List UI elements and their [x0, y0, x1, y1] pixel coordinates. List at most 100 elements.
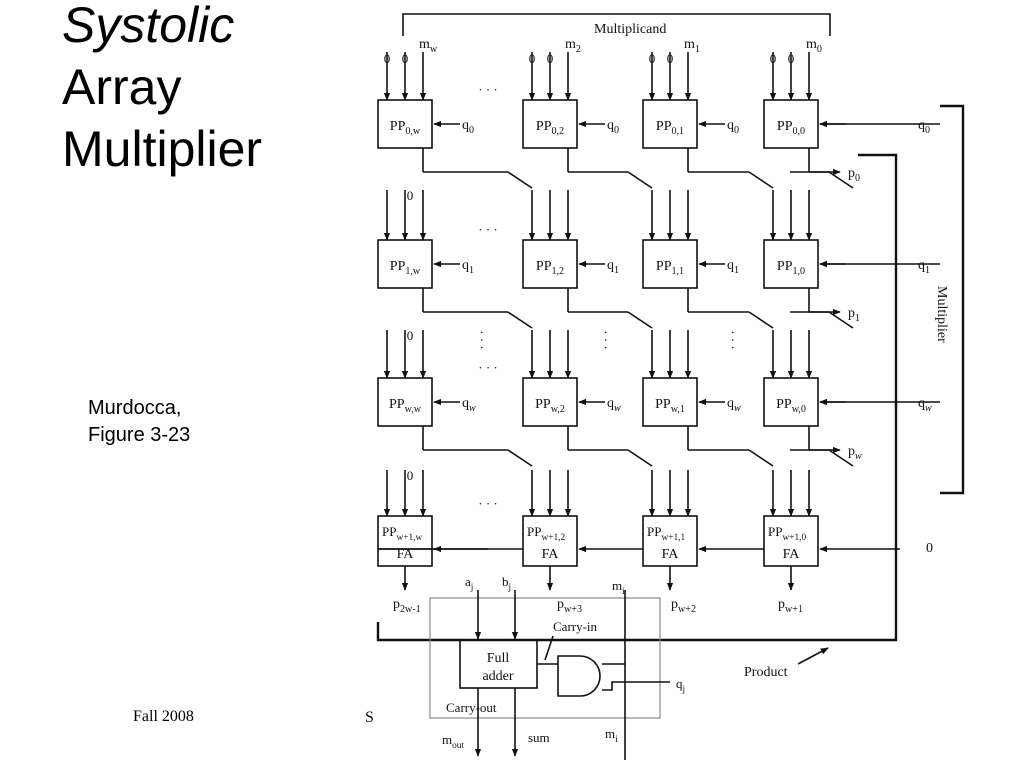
detail-m-pass-label: mi: [605, 726, 618, 745]
zero-left-r3: 0: [407, 468, 414, 483]
detail-cell-box: [429, 597, 661, 719]
fa-label-c2: FA: [662, 547, 680, 562]
pp-label-r0-c0: PP0,w: [390, 119, 421, 137]
detail-m-out-label: mout: [442, 732, 464, 751]
m-w-input-label: mw: [419, 37, 438, 55]
carry-diag-r1-c1: [627, 311, 653, 329]
carry-diag-r1-c3: [828, 311, 854, 329]
fa-pp-label-c3: PPw+1,0: [768, 524, 806, 543]
title-line-2: Array: [62, 59, 182, 115]
fa-pp-label-c1: PPw+1,2: [527, 524, 565, 543]
zero-top-c2-b: 0: [667, 51, 674, 66]
carry-diag-r1-c0: [507, 311, 533, 329]
detail-m-in-label: mi: [612, 578, 625, 597]
fa-label-c1: FA: [542, 547, 560, 562]
carry-diag-r2-c0: [507, 449, 533, 467]
pp-cell-r2-c1: [522, 377, 578, 427]
fa-cell-c0: [377, 515, 433, 567]
fa-carry-in-zero: 0: [926, 541, 933, 556]
q-main-label-r2: qw: [918, 396, 932, 414]
zero-left-r2: 0: [407, 328, 414, 343]
fa-label-c0: FA: [397, 547, 415, 562]
pp-cell-r1-c3: [763, 239, 819, 289]
q-label-r0-c1: q0: [607, 118, 619, 136]
pp-cell-r2-c3: [763, 377, 819, 427]
fa-output-label-0: p2w-1: [393, 597, 421, 615]
footer-clipped-text: S: [365, 709, 374, 726]
pp-label-r1-c3: PP1,0: [777, 259, 805, 277]
pp-cell-r1-c2: [642, 239, 698, 289]
product-label: Product: [744, 665, 788, 680]
ellipsis-r0: · · ·: [478, 82, 498, 97]
q-to-and-wire: [602, 681, 670, 691]
m-0-input-label: m0: [806, 37, 822, 55]
detail-carry-out-label: Carry-out: [446, 700, 497, 715]
pp-cell-r2-c0: [377, 377, 433, 427]
carry-diag-r0-c0: [507, 171, 533, 189]
carry-diag-r0-c3: [828, 171, 854, 189]
pp-cell-r0-c1: [522, 99, 578, 149]
m-1-input-label: m1: [684, 37, 700, 55]
fa-output-label-2: pw+2: [671, 597, 696, 615]
pp-label-r0-c1: PP0,2: [536, 119, 564, 137]
carry-diag-r2-c2: [748, 449, 774, 467]
detail-q-label: qj: [676, 676, 685, 695]
q-label-r1-c1: q1: [607, 258, 619, 276]
pp-cell-r0-c0: [377, 99, 433, 149]
title-line-1: Systolic: [62, 0, 235, 53]
q-label-r1-c2: q1: [727, 258, 739, 276]
ellipsis-r2: · · ·: [478, 360, 498, 375]
pp-label-r0-c3: PP0,0: [777, 119, 805, 137]
credit-figure: Figure 3-23: [88, 424, 191, 446]
fa-label-c3: FA: [783, 547, 801, 562]
pp-label-r1-c1: PP1,2: [536, 259, 564, 277]
footer-date: Fall 2008: [133, 708, 194, 725]
fa-cell-c1: [522, 515, 578, 567]
and-gate-shape: [557, 655, 601, 697]
slide-title: Systolic Array Multiplier: [62, 0, 262, 180]
detail-b-label: bj: [502, 574, 511, 593]
multiplicand-bracket: [402, 13, 831, 36]
zero-top-c2-a: 0: [649, 51, 656, 66]
zero-top-c1-a: 0: [529, 51, 536, 66]
pp-cell-r0-c3: [763, 99, 819, 149]
pp-cell-r1-c0: [377, 239, 433, 289]
product-bracket: [376, 153, 898, 642]
detail-a-label: aj: [465, 574, 473, 593]
pp-label-r2-c3: PPw,0: [776, 397, 806, 415]
fa-output-label-3: pw+1: [778, 597, 803, 615]
product-bit-label-r1: p1: [848, 306, 860, 324]
pp-cell-r0-c2: [642, 99, 698, 149]
q-label-r1-c0: q1: [462, 258, 474, 276]
q-label-r0-c0: q0: [462, 118, 474, 136]
vertical-ellipsis-1: · · ·: [599, 330, 614, 350]
carry-diag-r2-c1: [627, 449, 653, 467]
vertical-ellipsis-2: · · ·: [726, 330, 741, 350]
detail-sum-label: sum: [528, 730, 550, 745]
zero-top-c3-a: 0: [770, 51, 777, 66]
product-bit-label-r2: pw: [848, 444, 862, 462]
full-adder-label-1: Full: [487, 651, 510, 666]
title-line-3: Multiplier: [62, 121, 263, 177]
zero-left-r1: 0: [407, 188, 414, 203]
m-2-input-label: m2: [565, 37, 581, 55]
multiplicand-label: Multiplicand: [594, 22, 666, 37]
multiplier-label: Multiplier: [934, 286, 949, 343]
ellipsis-fa: · · ·: [478, 496, 498, 511]
carry-diag-r0-c1: [627, 171, 653, 189]
q-label-r2-c2: qw: [727, 396, 741, 414]
fa-pp-label-c2: PPw+1,1: [647, 524, 685, 543]
fa-output-label-1: pw+3: [557, 597, 582, 615]
multiplier-bracket: [940, 104, 965, 495]
zero-top-c3-b: 0: [788, 51, 795, 66]
q-label-r0-c2: q0: [727, 118, 739, 136]
ellipsis-r1: · · ·: [478, 222, 498, 237]
carry-diag-r2-c3: [828, 449, 854, 467]
fa-cell-c2: [642, 515, 698, 567]
carry-diag-r1-c2: [748, 311, 774, 329]
credit-author: Murdocca,: [88, 397, 182, 419]
figure-credit: Murdocca, Figure 3-23: [88, 395, 190, 449]
pp-cell-r2-c2: [642, 377, 698, 427]
pp-label-r2-c2: PPw,1: [655, 397, 685, 415]
